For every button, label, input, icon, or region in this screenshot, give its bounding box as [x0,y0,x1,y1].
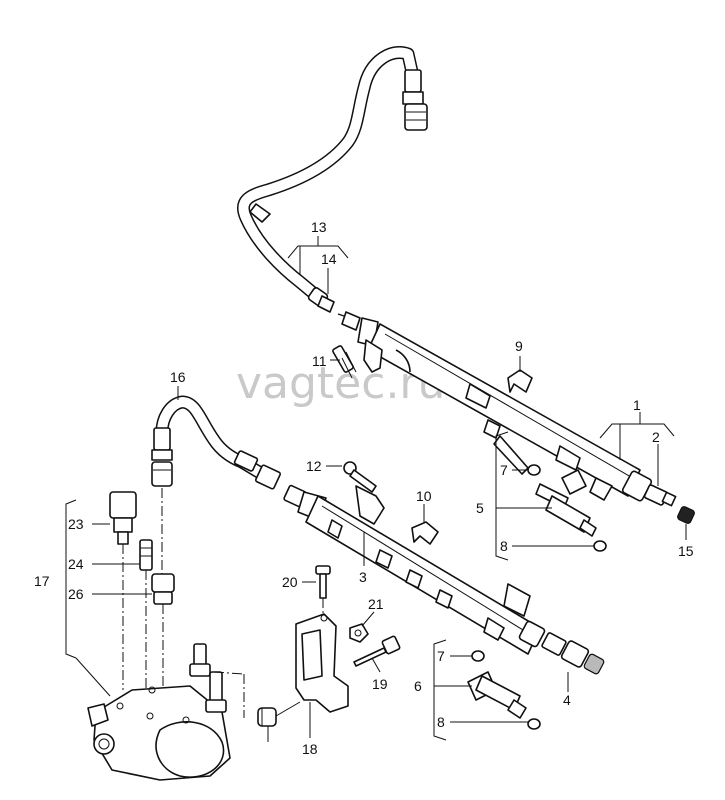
callout-5: 5 [476,500,484,516]
bolt-11 [332,345,357,379]
pressure-sensor-upper [643,484,695,524]
leader-lines [65,236,687,742]
callout-21: 21 [368,596,384,612]
bolt-20 [315,565,331,614]
callout-labels: 13 14 1 2 15 9 11 7 5 8 16 12 10 3 4 7 6… [34,219,694,757]
bracket-18 [295,613,349,713]
pressure-sensor-lower [541,632,605,675]
callout-2: 2 [652,429,660,445]
pressure-line-upper [237,46,428,313]
callout-22: 23 [68,516,84,532]
callout-3: 3 [359,569,367,585]
bushing-26 [257,707,277,727]
pressure-line-lower [151,395,307,574]
high-pressure-pump [87,643,245,781]
callout-23: 24 [68,556,84,572]
callout-15: 15 [678,543,694,559]
injector-6 [467,650,541,730]
callout-16: 16 [170,369,186,385]
bolt-19 [353,635,401,667]
fuel-rail-upper [337,311,653,502]
callout-1: 1 [633,397,641,413]
callout-8-lower: 8 [437,714,445,730]
callout-7-upper: 7 [500,462,508,478]
callout-20: 20 [282,574,298,590]
nut-21 [349,623,369,643]
callout-17: 17 [34,573,50,589]
callout-9: 9 [515,338,523,354]
screw-12 [343,461,377,493]
callout-10: 10 [416,488,432,504]
clip-10 [411,521,439,545]
callout-19: 19 [372,676,388,692]
callout-18: 18 [302,741,318,757]
clip-9 [507,369,533,393]
bracket-link [275,701,301,717]
callout-7-lower: 7 [437,648,445,664]
callout-13: 13 [311,219,327,235]
callout-11: 11 [312,353,327,369]
callout-14: 14 [321,251,337,267]
callout-24: 26 [68,586,84,602]
fitting-23 [139,539,153,690]
callout-4: 4 [563,692,571,708]
callout-6: 6 [414,678,422,694]
callout-8-upper: 8 [500,538,508,554]
nut-24 [151,573,175,690]
callout-12: 12 [306,458,322,474]
sensor-22 [109,491,137,690]
